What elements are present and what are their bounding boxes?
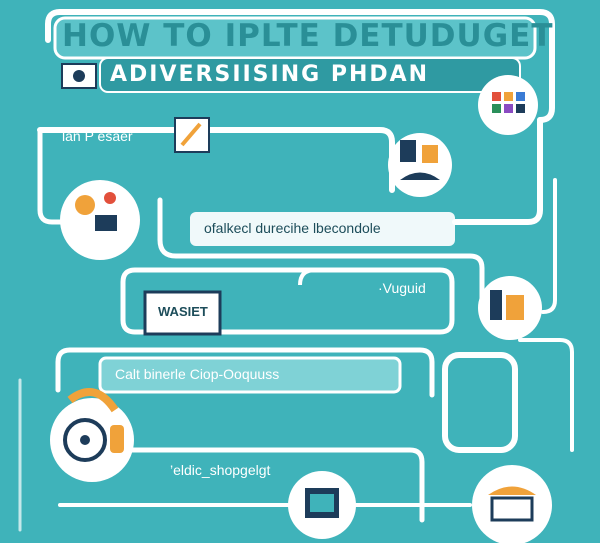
creative-desk-icon bbox=[61, 63, 97, 89]
color-palette-glyph bbox=[492, 92, 525, 113]
row1-left-down bbox=[37, 127, 73, 225]
step-label-1: lan P esaer bbox=[62, 128, 133, 144]
row4-left bbox=[55, 347, 73, 393]
row4-panel bbox=[98, 356, 402, 394]
row3-track bbox=[120, 267, 455, 335]
subtitle-panel bbox=[99, 57, 521, 93]
row3-bridge bbox=[298, 268, 430, 286]
row2-track bbox=[157, 197, 485, 303]
step-label-2: ofalkecl durecihe lbecondole bbox=[204, 220, 381, 236]
row4-track bbox=[67, 347, 435, 398]
step-label-5: ’eldic_shopgelgt bbox=[170, 462, 271, 478]
fan-headphones-glyph bbox=[63, 388, 124, 462]
top-frame-track bbox=[57, 9, 555, 123]
right-vertical-track bbox=[452, 117, 543, 225]
media-window-glyph bbox=[305, 488, 339, 518]
right-loop-stem bbox=[518, 338, 574, 452]
badge-frame bbox=[143, 290, 222, 336]
marketing-icons-glyph bbox=[75, 192, 117, 231]
badge-text: WASIET bbox=[158, 304, 208, 319]
row2-panel bbox=[190, 212, 455, 246]
page-subtitle: ADIVERSIISING PHDAN bbox=[110, 62, 430, 87]
kiosk-shop-icon bbox=[472, 465, 552, 543]
right-loop bbox=[541, 178, 557, 314]
studio-equipment-icon bbox=[388, 133, 452, 197]
art-tools-icon bbox=[174, 117, 210, 153]
step-label-4: Calt binerle Ciop-Ooquuss bbox=[115, 366, 280, 382]
device-tools-glyph bbox=[490, 290, 524, 320]
row5-track bbox=[127, 447, 425, 523]
kiosk-shop-glyph bbox=[488, 486, 536, 522]
page-title: HOW TO IPLTE DETUDUGET bbox=[62, 18, 554, 54]
top-frame-left bbox=[45, 9, 63, 43]
step-label-3: ·Vuguid bbox=[378, 280, 426, 296]
right-loop-box bbox=[442, 352, 518, 453]
studio-equipment-glyph bbox=[400, 140, 440, 180]
row1-track bbox=[37, 127, 395, 193]
fan-headphones-icon bbox=[50, 398, 134, 482]
